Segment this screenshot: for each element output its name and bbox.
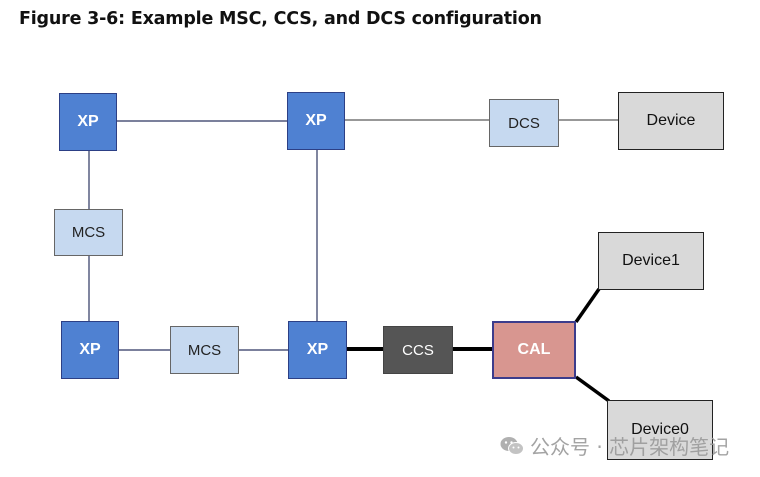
xp-node-bottom-right: XP <box>288 321 347 379</box>
wechat-icon <box>500 436 524 456</box>
mcs-node-horizontal: MCS <box>170 326 239 374</box>
watermark-text: 公众号 · 芯片架构笔记 <box>530 435 730 459</box>
device0-node: Device0 <box>607 400 713 460</box>
watermark: 公众号 · 芯片架构笔记 <box>500 431 729 460</box>
link-cal-device1 <box>574 287 601 324</box>
device-node: Device <box>618 92 724 150</box>
figure-title: Figure 3-6: Example MSC, CCS, and DCS co… <box>19 9 542 29</box>
dcs-node: DCS <box>489 99 559 147</box>
device1-node: Device1 <box>598 232 704 290</box>
xp-node-bottom-left: XP <box>61 321 119 379</box>
mcs-node-vertical: MCS <box>54 209 123 256</box>
link-cal-device0 <box>574 375 611 403</box>
xp-node-top-right: XP <box>287 92 345 150</box>
xp-node-top-left: XP <box>59 93 117 151</box>
ccs-node: CCS <box>383 326 453 374</box>
cal-node: CAL <box>492 321 576 379</box>
